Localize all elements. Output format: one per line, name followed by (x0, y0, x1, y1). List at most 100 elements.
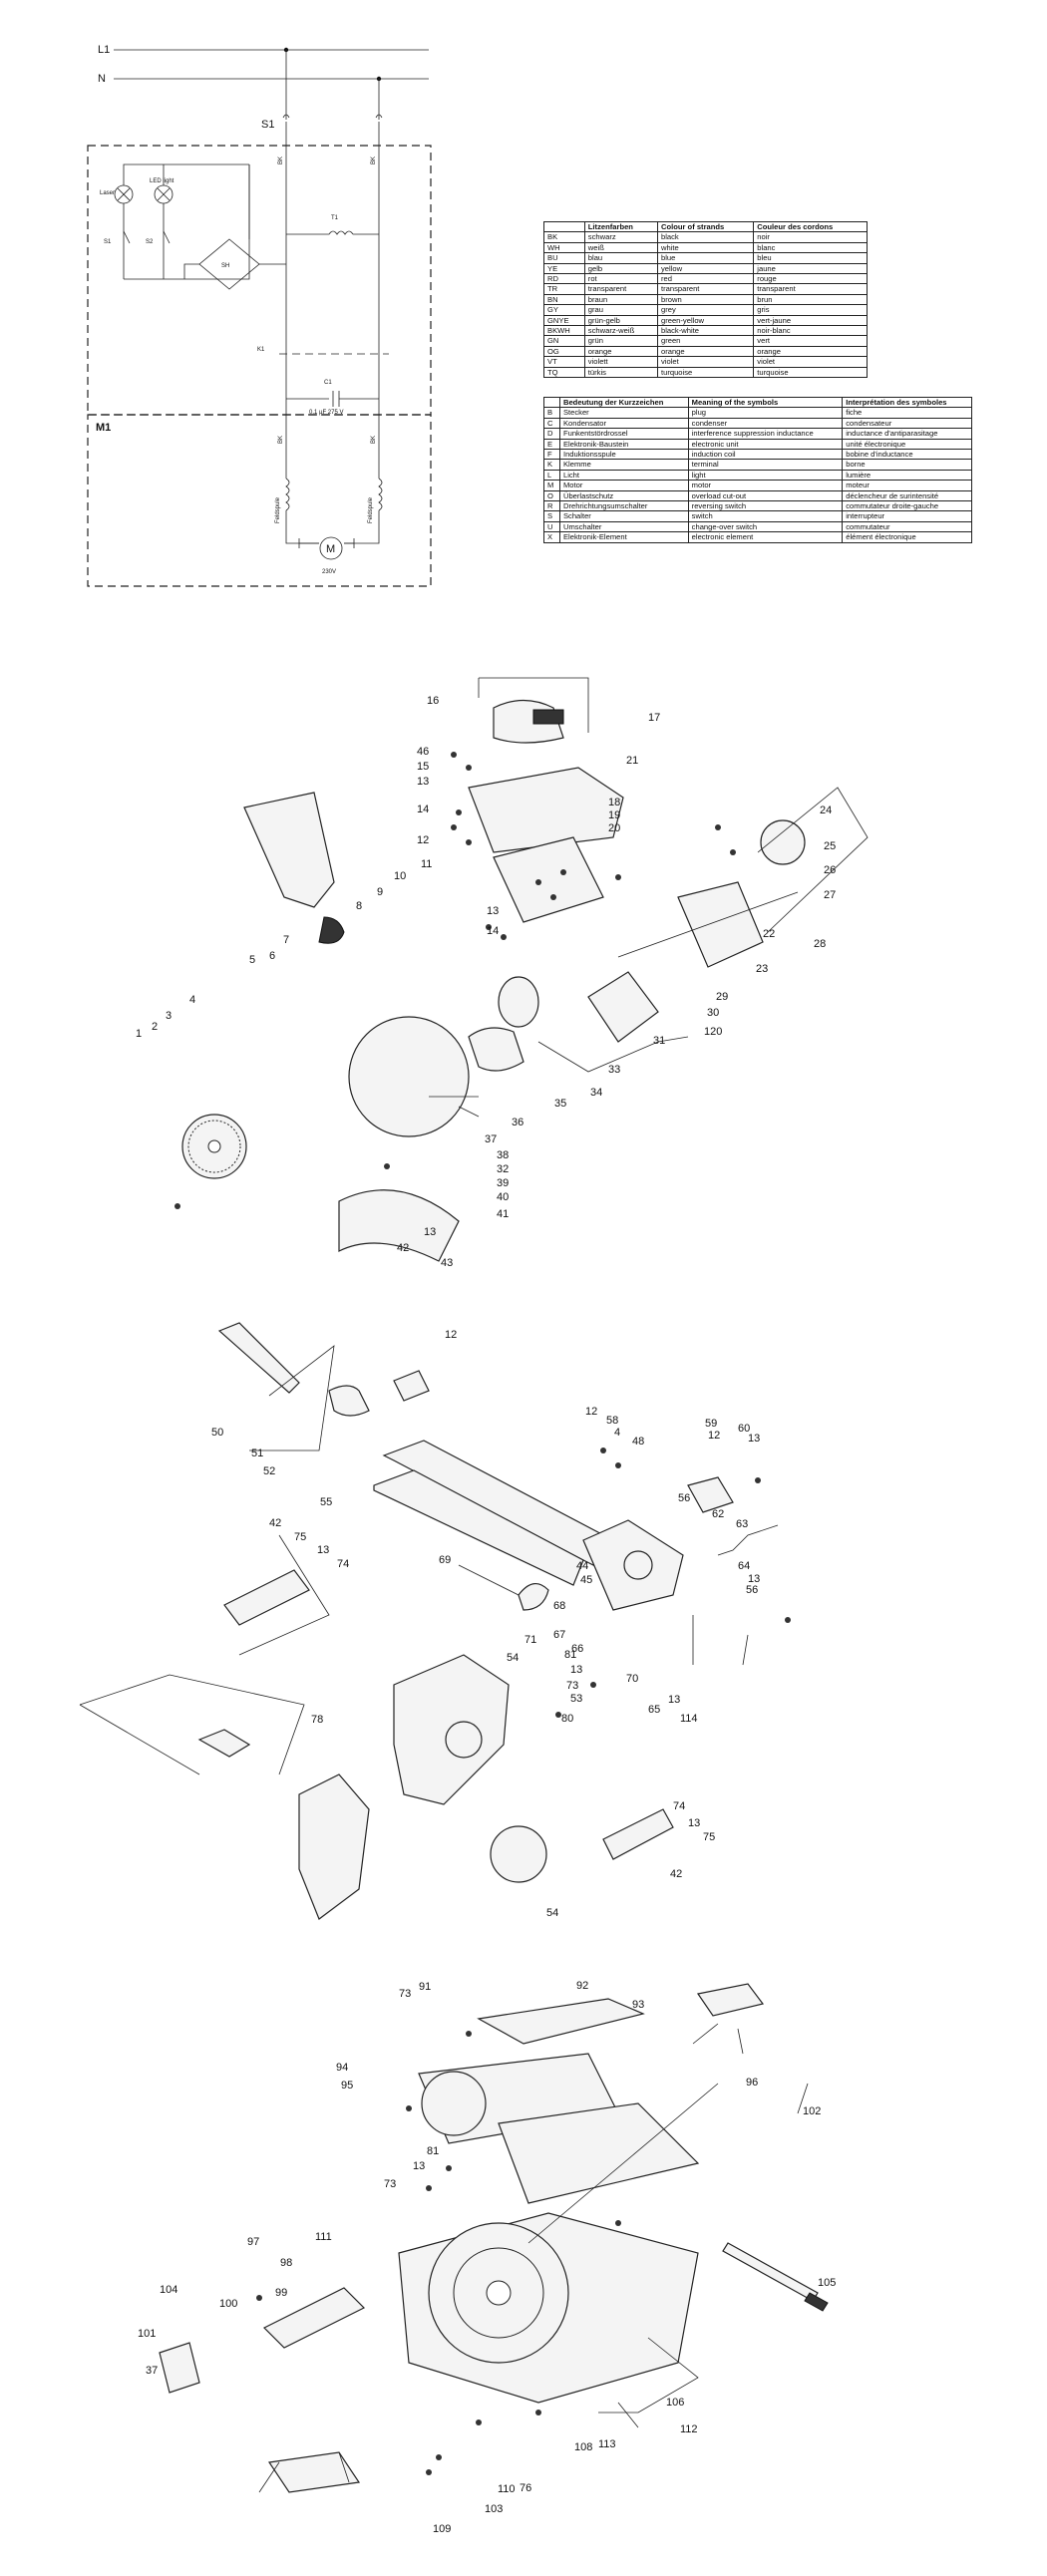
part-callout: 13 (748, 1433, 760, 1445)
part-callout: 78 (311, 1714, 323, 1726)
part-callout: 93 (632, 1999, 644, 2011)
colour-table-cell: violet (753, 356, 868, 368)
part-callout: 5 (249, 954, 255, 966)
cover-plate-part (493, 836, 604, 923)
extension-part (498, 2102, 700, 2204)
symbol-table-cell: overload cut-out (687, 489, 844, 502)
part-callout: 10 (394, 870, 406, 882)
colour-table-cell: turquoise (753, 366, 868, 379)
part-callout: 13 (748, 1573, 760, 1585)
part-callout: 22 (763, 928, 775, 940)
part-callout: 37 (485, 1133, 497, 1145)
strand-colour-table: Litzenfarben Colour of strands Couleur d… (543, 220, 868, 379)
part-callout: 91 (419, 1981, 431, 1993)
part-callout: 99 (275, 2287, 287, 2299)
colour-table-cell: orange (583, 345, 658, 358)
part-callout: 120 (704, 1026, 722, 1038)
part-callout: 34 (590, 1087, 602, 1099)
motor-section-label: M1 (96, 422, 111, 434)
colour-table-cell: BK (543, 231, 585, 243)
symbol-table-cell: change-over switch (687, 520, 844, 533)
symbol-table-cell: D (543, 428, 560, 440)
part-callout: 81 (427, 2145, 439, 2157)
symbol-table-cell: electronic element (687, 531, 844, 543)
led-label: LED light (150, 178, 174, 184)
colour-table-cell: WH (543, 241, 585, 254)
colour-header-code (543, 220, 585, 233)
symbol-table-cell: condensateur (842, 417, 972, 430)
colour-table-cell: turquoise (656, 366, 755, 379)
part-callout: 65 (648, 1704, 660, 1716)
colour-table-cell: BN (543, 293, 585, 306)
part-callout: 7 (283, 934, 289, 946)
part-callout: 19 (608, 809, 620, 821)
fence-part (477, 1998, 645, 2045)
part-callout: 75 (294, 1531, 306, 1543)
part-callout: 32 (497, 1163, 509, 1175)
symbol-table-cell: bobine d'inductance (842, 449, 972, 461)
colour-table-cell: blau (583, 252, 658, 264)
colour-table-cell: vert (753, 335, 868, 347)
colour-table-cell: yellow (656, 262, 755, 275)
part-callout: 70 (626, 1673, 638, 1685)
part-callout: 13 (570, 1664, 582, 1676)
part-callout: 95 (341, 2080, 353, 2092)
symbol-table-cell: Motor (558, 480, 689, 491)
colour-table-cell: weiß (583, 241, 658, 254)
part-callout: 103 (485, 2503, 503, 2515)
colour-table-cell: grün (583, 335, 658, 347)
symbol-header-en: Meaning of the symbols (687, 396, 844, 409)
part-callout: 53 (570, 1693, 582, 1705)
part-callout: 12 (708, 1430, 720, 1442)
sh-label: SH (221, 263, 229, 269)
laser-label: Laser (100, 190, 115, 196)
part-callout: 44 (576, 1560, 588, 1572)
part-callout: 17 (648, 712, 660, 724)
part-callout: 4 (189, 994, 195, 1006)
part-callout: 15 (417, 761, 429, 773)
colour-table-cell: TR (543, 283, 585, 295)
colour-table-cell: vert-jaune (753, 314, 868, 327)
symbol-table-cell: induction coil (687, 449, 844, 461)
motor-part (587, 971, 659, 1043)
part-callout: 92 (576, 1980, 588, 1992)
colour-table-cell: red (656, 273, 755, 285)
rail-assembly (79, 1322, 791, 1920)
part-callout: 42 (397, 1242, 409, 1254)
dust-chute-part (243, 792, 335, 908)
part-callout: 56 (746, 1584, 758, 1596)
part-callout: 12 (585, 1406, 597, 1418)
part-callout: 36 (512, 1117, 524, 1128)
part-callout: 76 (520, 2482, 531, 2494)
symbol-table-cell: commutateur droite-gauche (842, 500, 972, 512)
part-callout: 8 (356, 900, 362, 912)
part-callout: 39 (497, 1177, 509, 1189)
symbol-table-cell: inductance d'antiparasitage (842, 428, 972, 440)
part-callout: 68 (553, 1600, 565, 1612)
part-callout: 21 (626, 755, 638, 767)
symbol-table-cell: electronic unit (687, 438, 844, 451)
symbol-table-cell: terminal (687, 459, 844, 471)
part-callout: 97 (247, 2236, 259, 2248)
colour-header-fr: Couleur des cordons (753, 220, 868, 233)
hex-key-part (722, 2242, 819, 2302)
symbol-meaning-table: Bedeutung der Kurzzeichen Meaning of the… (543, 396, 972, 543)
symbol-table-cell: Stecker (558, 407, 689, 419)
part-callout: 11 (421, 858, 432, 870)
part-callout: 54 (507, 1652, 519, 1664)
symbol-table-cell: lumière (842, 469, 972, 482)
part-callout: 13 (424, 1226, 436, 1238)
part-callout: 14 (417, 804, 429, 815)
part-callout: 28 (814, 938, 826, 950)
colour-table-cell: RD (543, 273, 585, 285)
part-callout: 13 (417, 776, 429, 788)
